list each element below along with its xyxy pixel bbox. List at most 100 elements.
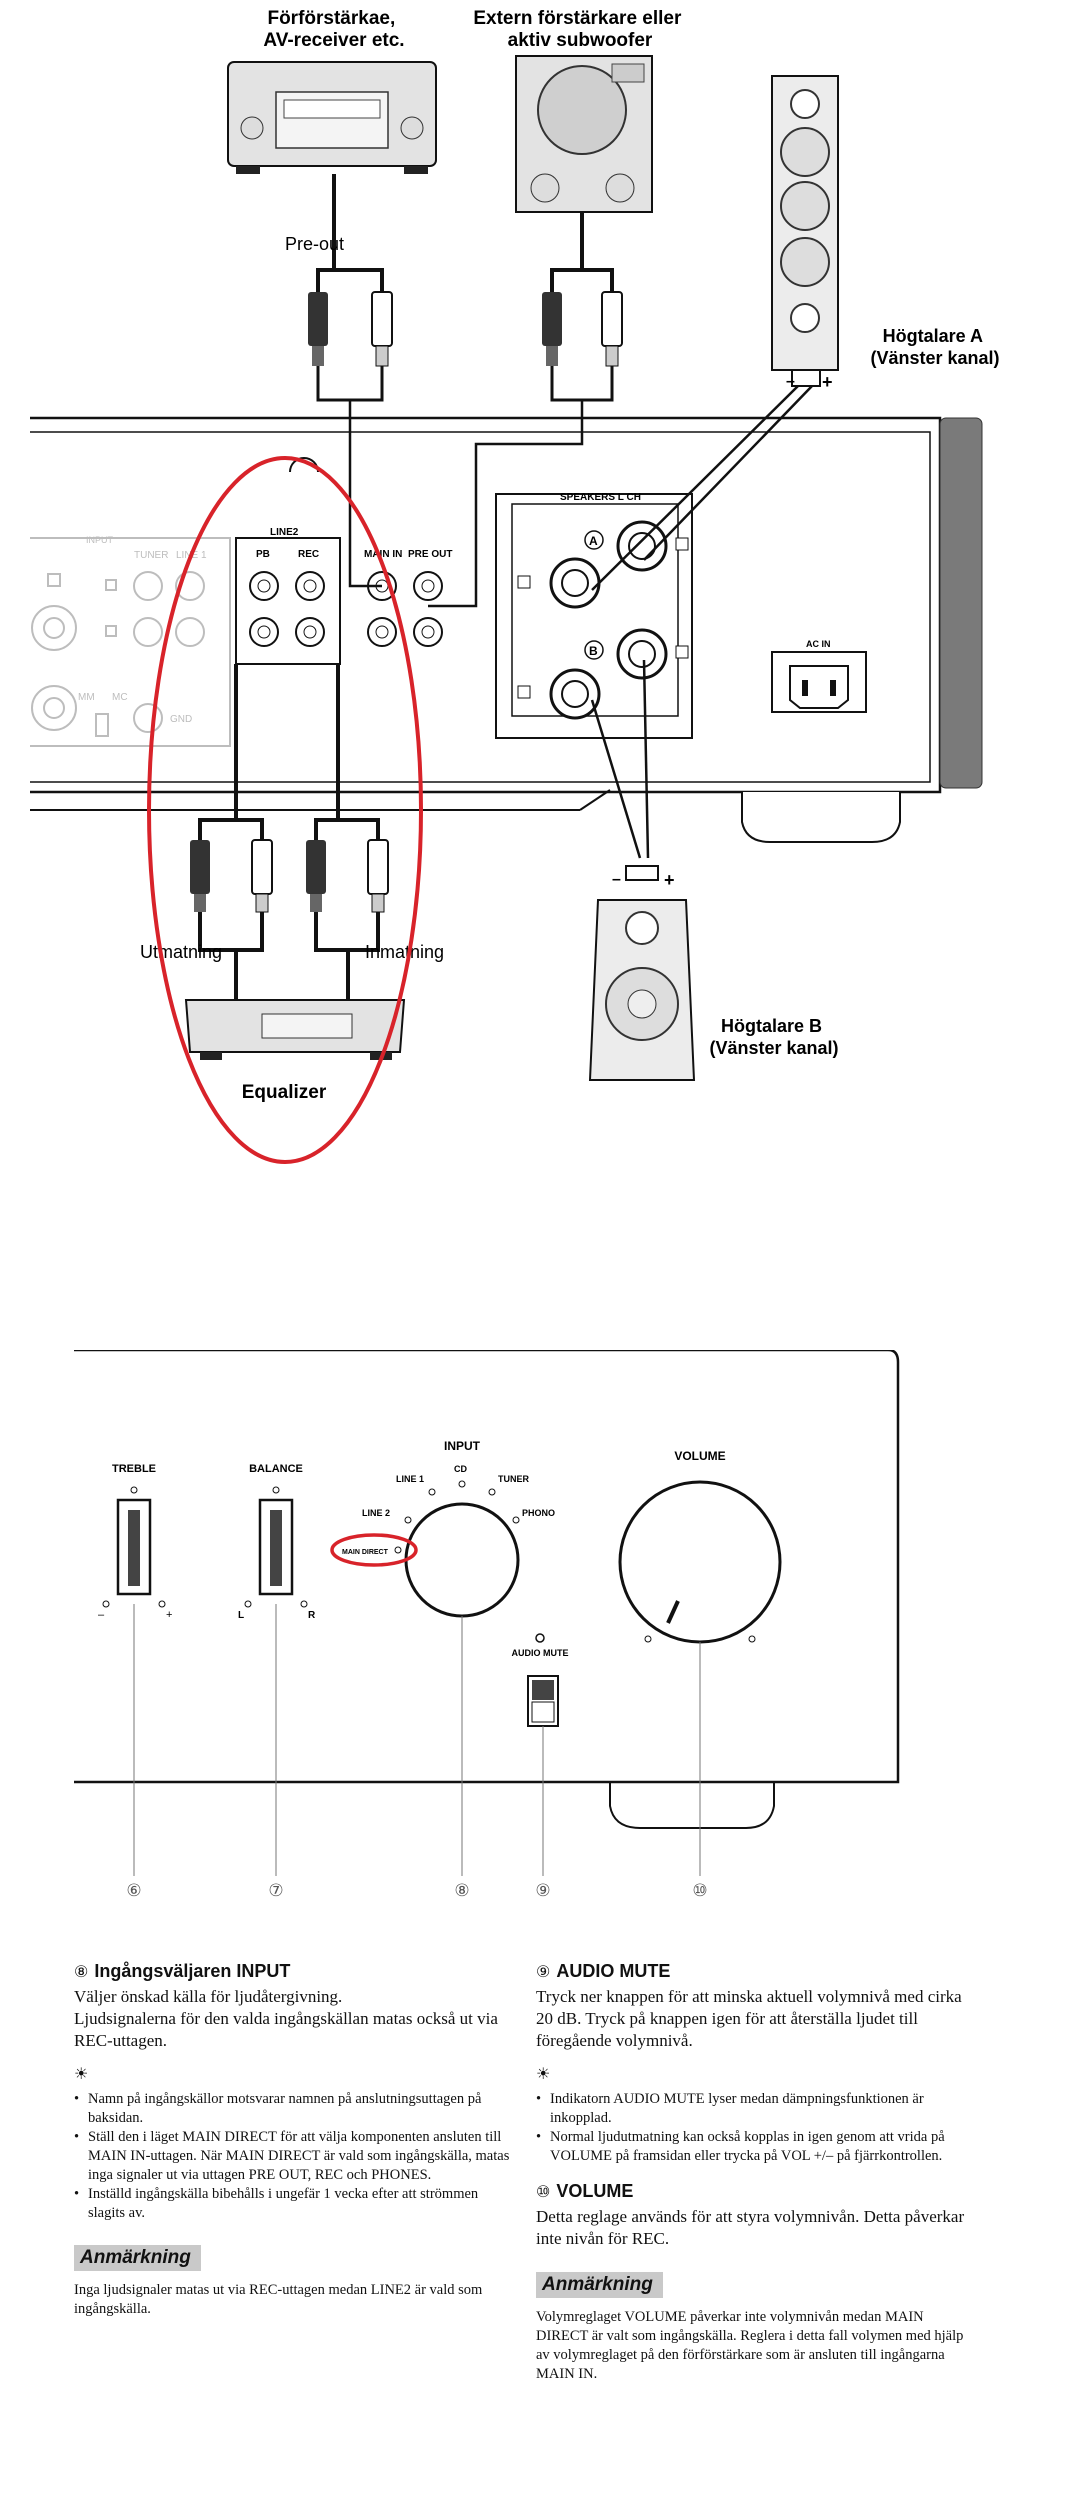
input-selector-knob[interactable]	[394, 1480, 520, 1618]
treble-slider[interactable]	[102, 1486, 166, 1608]
faded-tuner-label: TUNER	[134, 550, 168, 561]
speaker-b-label: Högtalare B (Vänster kanal)	[709, 1016, 838, 1058]
equalizer-plugs	[190, 839, 389, 913]
sel-tuner: TUNER	[498, 1474, 529, 1484]
audio-mute-label: AUDIO MUTE	[512, 1648, 569, 1658]
speaker-a-label-line2: (Vänster kanal)	[870, 348, 999, 368]
red-highlight-ellipse	[147, 456, 423, 1164]
rec-label: REC	[298, 549, 319, 560]
preamp-label-line1: Förförstärkae,	[267, 8, 395, 29]
section-10-number: ⑩	[536, 2184, 551, 2201]
callout-7: ⑦	[268, 1881, 283, 1900]
pre-out-label: Pre-out	[285, 234, 344, 254]
list-item: Normal ljudutmatning kan också kopplas i…	[536, 2128, 976, 2166]
speaker-a-plus: +	[822, 372, 833, 392]
speaker-a-minus: –	[786, 373, 795, 390]
list-item: Ställ den i läget MAIN DIRECT för att vä…	[74, 2128, 514, 2185]
input-label: INPUT	[444, 1439, 481, 1453]
sel-phono: PHONO	[522, 1508, 555, 1518]
sel-line2: LINE 2	[362, 1508, 390, 1518]
section-9-p1: Tryck ner knappen för att minska aktuell…	[536, 1987, 962, 2050]
pb-label: PB	[256, 549, 270, 560]
section-10-p1: Detta reglage används för att styra voly…	[536, 2207, 965, 2248]
sel-line1: LINE 1	[396, 1474, 424, 1484]
volume-knob[interactable]	[618, 1480, 782, 1644]
ac-in-label: AC IN	[806, 639, 831, 649]
pre-out-plugs	[308, 291, 393, 402]
line2-label: LINE2	[270, 527, 299, 538]
treble-label: TREBLE	[112, 1463, 156, 1475]
speaker-b-label-line2: (Vänster kanal)	[709, 1038, 838, 1058]
equalizer-cables	[198, 664, 380, 1000]
speaker-wires	[590, 385, 813, 859]
equalizer-label: Equalizer	[242, 1082, 327, 1103]
balance-label: BALANCE	[249, 1463, 303, 1475]
section-10-heading: ⑩ VOLUME	[536, 2180, 976, 2204]
section-10-title: VOLUME	[556, 2181, 634, 2201]
faded-mm-label: MM	[78, 692, 95, 703]
balance-l: L	[238, 1610, 244, 1621]
callout-8: ⑧	[454, 1881, 469, 1900]
input-section-faded	[30, 537, 231, 747]
callout-9: ⑨	[535, 1881, 550, 1900]
treble-plus: +	[166, 1609, 172, 1621]
preamp-device	[227, 61, 437, 174]
speaker-b-plus: +	[664, 870, 675, 890]
section-9-number: ⑨	[536, 1964, 551, 1981]
balance-r: R	[308, 1610, 316, 1621]
section-8-note: Inga ljudsignaler matas ut via REC-uttag…	[74, 2282, 483, 2317]
section-8-p2: Ljudsignalerna för den valda ingångskäll…	[74, 2009, 498, 2050]
main-direct-red-highlight	[330, 1533, 418, 1567]
amplifier-rear-panel	[30, 416, 983, 843]
tip-icon: ☀	[74, 2066, 89, 2083]
list-item: Namn på ingångskällor motsvarar namnen p…	[74, 2090, 514, 2128]
list-item: Indikatorn AUDIO MUTE lyser medan dämpni…	[536, 2090, 976, 2128]
section-8-title: Ingångsväljaren INPUT	[94, 1961, 291, 1981]
section-input-selector: ⑧ Ingångsväljaren INPUT Väljer önskad käl…	[74, 1960, 514, 2319]
preamp-label-line2: AV-receiver etc.	[263, 30, 404, 51]
callout-lines	[133, 1604, 701, 1876]
callout-10: ⑩	[692, 1881, 707, 1900]
pre-out-panel-label: PRE OUT	[408, 549, 452, 560]
speaker-b	[588, 865, 696, 1081]
volume-label: VOLUME	[674, 1449, 725, 1463]
main-in-label: MAIN IN	[364, 549, 402, 560]
speaker-b-minus: –	[612, 871, 621, 888]
faded-input-label: INPUT	[86, 535, 114, 545]
ext-amp-label: Extern förstärkare eller aktiv subwoofer	[473, 8, 686, 51]
tip-icon: ☀	[536, 2066, 551, 2083]
terminal-a: A	[589, 534, 598, 548]
speakers-label: SPEAKERS L CH	[560, 492, 641, 503]
section-8-number: ⑧	[74, 1964, 89, 1981]
speaker-b-label-line1: Högtalare B	[721, 1016, 822, 1036]
main-in-pre-out	[367, 571, 443, 647]
front-panel-body	[74, 1350, 900, 1829]
balance-slider[interactable]	[244, 1486, 308, 1608]
section-10-note-heading: Anmärkning	[536, 2272, 663, 2298]
section-8-bullets: Namn på ingångskällor motsvarar namnen p…	[74, 2090, 514, 2223]
front-panel-diagram: TREBLE – + BALANCE L R INPUT LINE 1 CD T…	[74, 1350, 900, 1900]
connection-diagram: Förförstärkae, AV-receiver etc. Extern f…	[30, 8, 1000, 1164]
ac-in-socket	[771, 651, 867, 713]
ext-amp-label-line1: Extern förstärkare eller	[473, 8, 682, 29]
sub-plugs	[542, 291, 623, 402]
section-10-note: Volymreglaget VOLUME påverkar inte volym…	[536, 2309, 964, 2382]
preamp-label: Förförstärkae, AV-receiver etc.	[263, 8, 404, 51]
speaker-a	[771, 75, 839, 387]
section-8-heading: ⑧ Ingångsväljaren INPUT	[74, 1960, 514, 1984]
section-8-note-heading: Anmärkning	[74, 2245, 201, 2271]
treble-minus: –	[98, 1609, 105, 1621]
line2-section	[235, 537, 341, 665]
section-8-p1: Väljer önskad källa för ljudåtergivning.	[74, 1987, 343, 2006]
sel-cd: CD	[454, 1464, 467, 1474]
list-item: Inställd ingångskälla bibehålls i ungefä…	[74, 2185, 514, 2223]
subwoofer-device	[515, 55, 653, 213]
input-cable-label: Inmatning	[365, 942, 444, 962]
speakers-section	[495, 493, 693, 739]
sub-cable	[550, 212, 614, 292]
pre-out-cable	[316, 174, 384, 292]
section-9-bullets: Indikatorn AUDIO MUTE lyser medan dämpni…	[536, 2090, 976, 2166]
equalizer-device	[184, 999, 406, 1060]
